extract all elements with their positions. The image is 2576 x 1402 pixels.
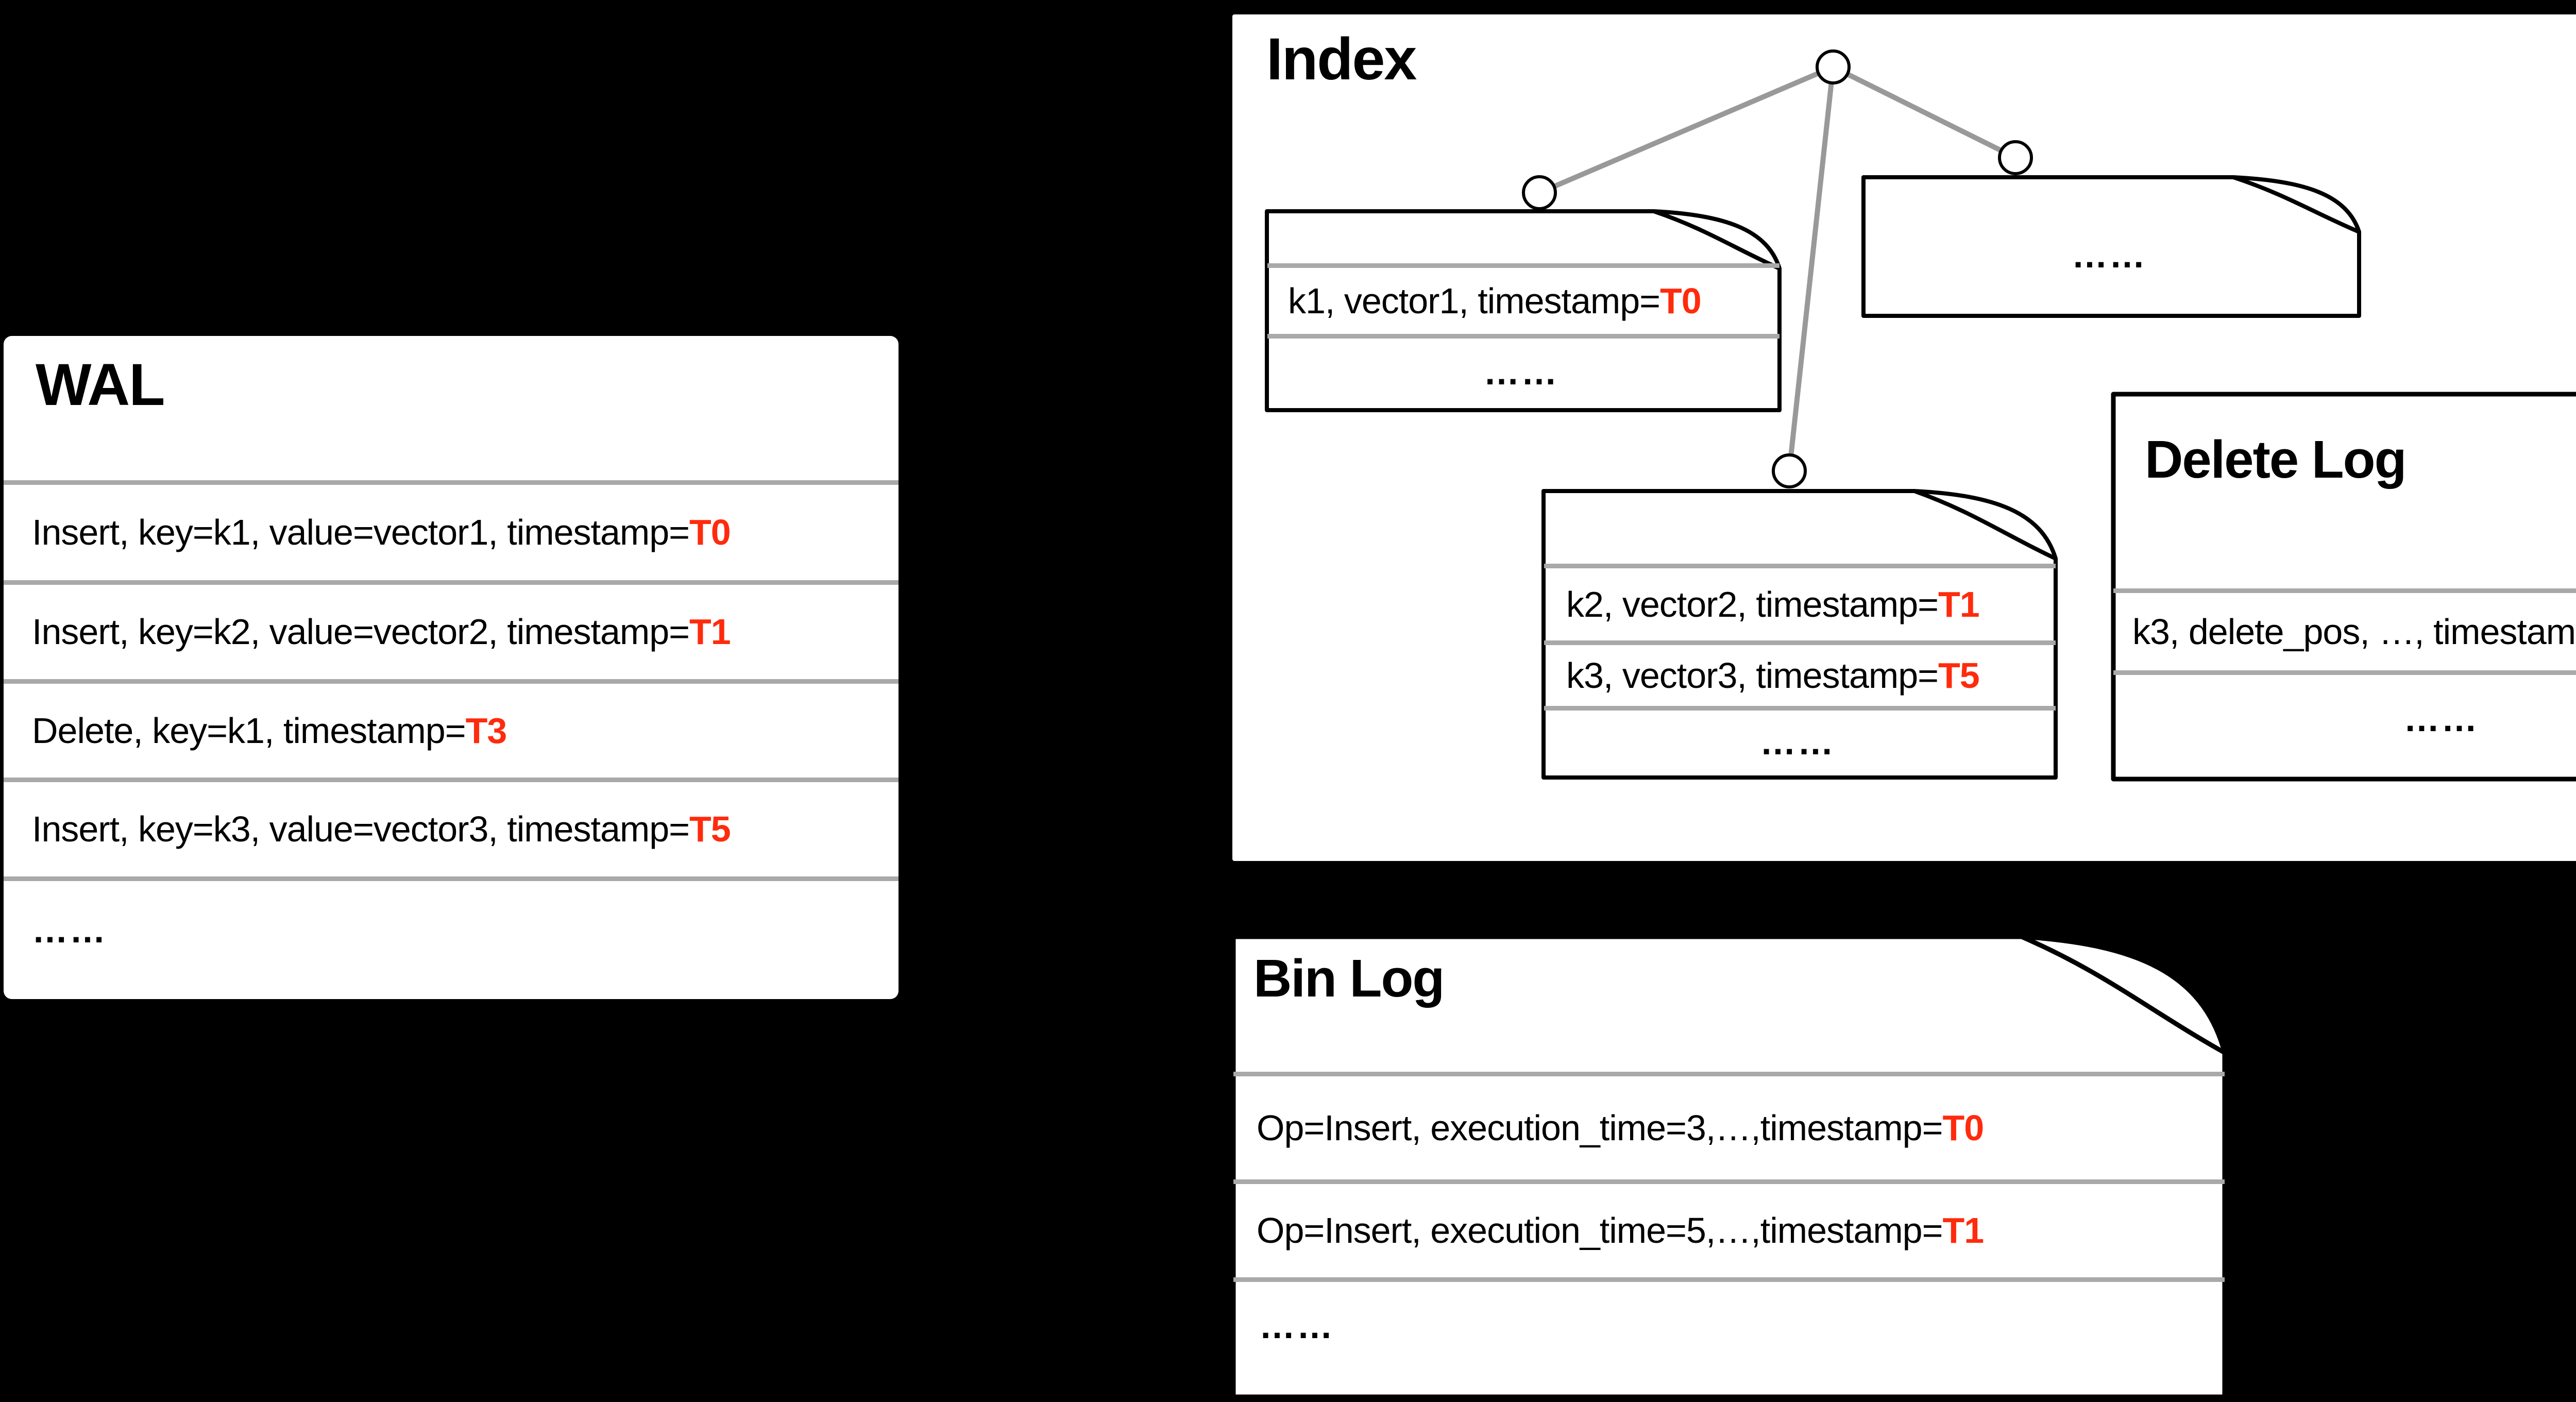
wal-row: Delete, key=k1, timestamp=T3 <box>4 681 893 780</box>
divider <box>4 580 899 585</box>
segment-row: k2, vector2, timestamp=T1 <box>1541 566 2054 643</box>
divider <box>4 876 899 881</box>
delete-log-row-text: k3, delete_pos, …, timestamp= <box>2132 611 2576 652</box>
index-segment-doc-middle: k2, vector2, timestamp=T1 k3, vector3, t… <box>1541 489 2059 780</box>
ellipsis-row: …… <box>1541 708 2054 775</box>
ellipsis-row: …… <box>1231 1279 2223 1372</box>
divider <box>1233 1277 2225 1282</box>
bin-log-row-text: Op=Insert, execution_time=5,…,timestamp= <box>1257 1210 1943 1251</box>
wal-row: Insert, key=k1, value=vector1, timestamp… <box>4 482 893 582</box>
ellipsis-row: …… <box>1861 206 2357 304</box>
bin-log-doc: Bin Log Op=Insert, execution_time=3,…,ti… <box>1231 934 2228 1399</box>
timestamp-value: T1 <box>1938 584 1980 624</box>
ellipsis-text: …… <box>1760 721 1835 762</box>
ellipsis-text: …… <box>32 910 107 950</box>
divider <box>4 480 899 485</box>
tree-nodes <box>1522 49 2033 488</box>
segment-row-text: k2, vector2, timestamp= <box>1566 584 1939 624</box>
wal-row: Insert, key=k3, value=vector3, timestamp… <box>4 780 893 879</box>
folded-corner-icon <box>1652 209 1782 271</box>
bin-log-row: Op=Insert, execution_time=3,…,timestamp=… <box>1231 1074 2223 1181</box>
segment-row: k3, vector3, timestamp=T5 <box>1541 643 2054 708</box>
ellipsis-row: …… <box>4 879 893 982</box>
segment-row-text: k3, vector3, timestamp= <box>1566 655 1939 696</box>
ellipsis-text: …… <box>2072 235 2147 275</box>
timestamp-value: T0 <box>1660 280 1702 321</box>
divider <box>2113 588 2576 593</box>
tree-node-icon <box>1998 140 2033 175</box>
delete-log-title: Delete Log <box>2145 430 2407 489</box>
tree-node-icon <box>1772 453 1807 488</box>
wal-row-text: Insert, key=k1, value=vector1, timestamp… <box>32 512 690 552</box>
ellipsis-text: …… <box>1259 1306 1334 1346</box>
timestamp-value: T5 <box>1938 655 1980 696</box>
ellipsis-text: …… <box>1483 352 1559 392</box>
wal-row: Insert, key=k2, value=vector2, timestamp… <box>4 582 893 681</box>
divider <box>1267 263 1780 268</box>
wal-box: WAL Insert, key=k1, value=vector1, times… <box>4 336 899 999</box>
wal-row-text: Insert, key=k2, value=vector2, timestamp… <box>32 612 690 652</box>
bin-log-row: Op=Insert, execution_time=5,…,timestamp=… <box>1231 1181 2223 1279</box>
tree-edge <box>1538 64 1834 195</box>
document-outline <box>2111 392 2576 782</box>
tree-edge <box>1787 66 1836 471</box>
tree-edges <box>1538 64 2017 471</box>
wal-title: WAL <box>36 352 165 418</box>
index-panel: Index k1, vector1, ti <box>1232 14 2576 861</box>
divider <box>1233 1179 2225 1184</box>
index-title: Index <box>1266 26 1417 92</box>
divider <box>2113 670 2576 675</box>
divider <box>1267 334 1780 339</box>
ellipsis-row: …… <box>2111 672 2576 765</box>
divider <box>1544 706 2056 711</box>
document-shape <box>2111 392 2576 782</box>
wal-row-text: Insert, key=k3, value=vector3, timestamp… <box>32 809 690 849</box>
ellipsis-row: …… <box>1265 336 1777 408</box>
segment-row-text: k1, vector1, timestamp= <box>1288 280 1660 321</box>
timestamp-value: T3 <box>465 710 507 751</box>
index-segment-doc-left: k1, vector1, timestamp=T0 …… <box>1265 209 1783 412</box>
timestamp-value: T1 <box>1942 1210 1985 1251</box>
document-shape <box>1861 175 2361 318</box>
timestamp-value: T5 <box>689 809 731 849</box>
document-shape <box>1265 209 1782 412</box>
ellipsis-text: …… <box>2403 699 2479 739</box>
bin-log-title: Bin Log <box>1253 949 1445 1008</box>
bin-log-row-text: Op=Insert, execution_time=3,…,timestamp= <box>1257 1107 1943 1148</box>
divider <box>1544 640 2056 645</box>
divider <box>4 679 899 684</box>
delete-log-row: k3, delete_pos, …, timestamp=T3 <box>2111 590 2576 672</box>
timestamp-value: T0 <box>689 512 731 552</box>
tree-node-icon <box>1522 175 1557 210</box>
wal-row-text: Delete, key=k1, timestamp= <box>32 710 466 751</box>
folded-corner-icon <box>2019 934 2227 1055</box>
divider <box>1544 564 2056 568</box>
timestamp-value: T0 <box>1942 1107 1985 1148</box>
divider <box>4 778 899 782</box>
timestamp-value: T1 <box>689 612 731 652</box>
folded-corner-icon <box>1912 489 2058 561</box>
folded-corner-icon <box>2231 175 2361 234</box>
index-tree <box>1522 49 2033 488</box>
tree-edge <box>1832 64 2017 160</box>
divider <box>1233 1072 2225 1076</box>
tree-node-icon <box>1816 49 1851 85</box>
index-segment-doc-right: …… <box>1861 175 2362 318</box>
delete-log-doc: Delete Log k3, delete_pos, …, timestamp=… <box>2111 392 2576 782</box>
segment-row: k1, vector1, timestamp=T0 <box>1265 265 1777 336</box>
